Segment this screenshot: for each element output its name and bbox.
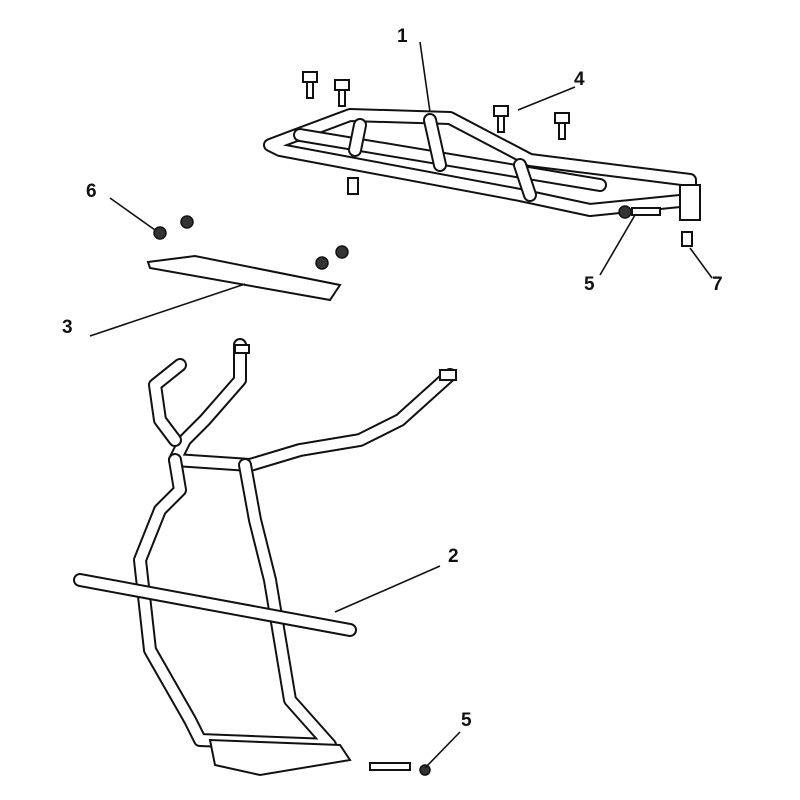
callout-6: 6 bbox=[86, 181, 97, 202]
callout-3: 3 bbox=[62, 317, 73, 338]
plate bbox=[146, 254, 342, 302]
top-bolts bbox=[302, 71, 693, 247]
callout-5-bottom: 5 bbox=[461, 710, 472, 731]
callout-7: 7 bbox=[712, 274, 723, 295]
bumper-frame bbox=[73, 338, 457, 777]
callout-4: 4 bbox=[574, 69, 585, 90]
callout-1: 1 bbox=[397, 26, 408, 47]
callout-2: 2 bbox=[448, 546, 459, 567]
leader-lines bbox=[89, 41, 713, 769]
bottom-bolts bbox=[369, 762, 431, 776]
callout-5-side: 5 bbox=[584, 274, 595, 295]
front-rack bbox=[263, 108, 701, 221]
nuts bbox=[153, 215, 349, 270]
